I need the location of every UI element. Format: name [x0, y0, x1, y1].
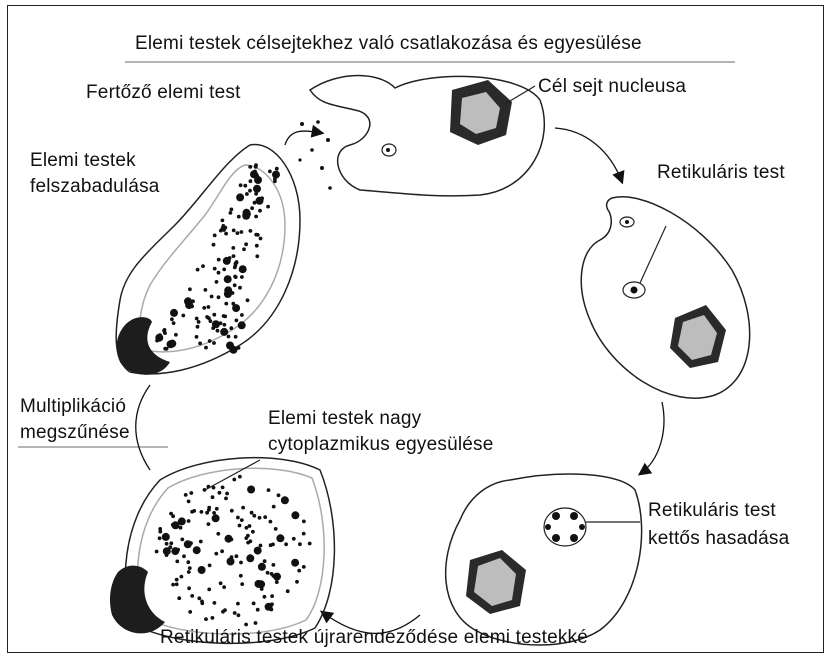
arrow-to-reticulate — [555, 128, 622, 182]
label-cytoplasmic-fusion-2: cytoplazmikus egyesülése — [268, 432, 494, 457]
label-infectious-eb: Fertőző elemi test — [86, 80, 241, 105]
label-nucleus: Cél sejt nucleusa — [538, 74, 686, 99]
label-reticulate-body: Retikuláris test — [657, 160, 785, 185]
nucleus-pointer — [505, 86, 535, 104]
label-eb-release-2: felszabadulása — [30, 174, 160, 199]
label-binary-fission-2: kettős hasadása — [648, 526, 789, 551]
reticulate-pointer — [640, 226, 666, 283]
dividing-reticulate-bodies — [544, 508, 586, 546]
arrow-to-release — [136, 385, 150, 470]
target-cell-top — [310, 76, 544, 196]
label-multiplication-end-1: Multiplikáció — [20, 394, 126, 419]
nucleus-top — [450, 80, 512, 145]
nucleus-upper-left — [117, 317, 170, 375]
arrow-to-fission — [640, 402, 664, 474]
label-multiplication-end-2: megszűnése — [20, 420, 130, 445]
nucleus-right — [670, 305, 726, 368]
label-cytoplasmic-fusion-1: Elemi testek nagy — [268, 406, 421, 431]
release-eb-dots — [155, 163, 280, 353]
inclusion-pointer — [205, 460, 260, 490]
label-eb-release-1: Elemi testek — [30, 148, 136, 173]
title: Elemi testek célsejtekhez való csatlakoz… — [135, 31, 642, 56]
inclusion-eb-dots — [155, 475, 312, 627]
arrow-eb-to-cell — [285, 131, 322, 145]
label-binary-fission-1: Retikuláris test — [648, 498, 776, 523]
nucleus-lower-right — [466, 550, 526, 614]
nucleus-lower-left — [110, 566, 165, 634]
label-reorganization: Retikuláris testek újrarendeződése elemi… — [160, 625, 588, 650]
